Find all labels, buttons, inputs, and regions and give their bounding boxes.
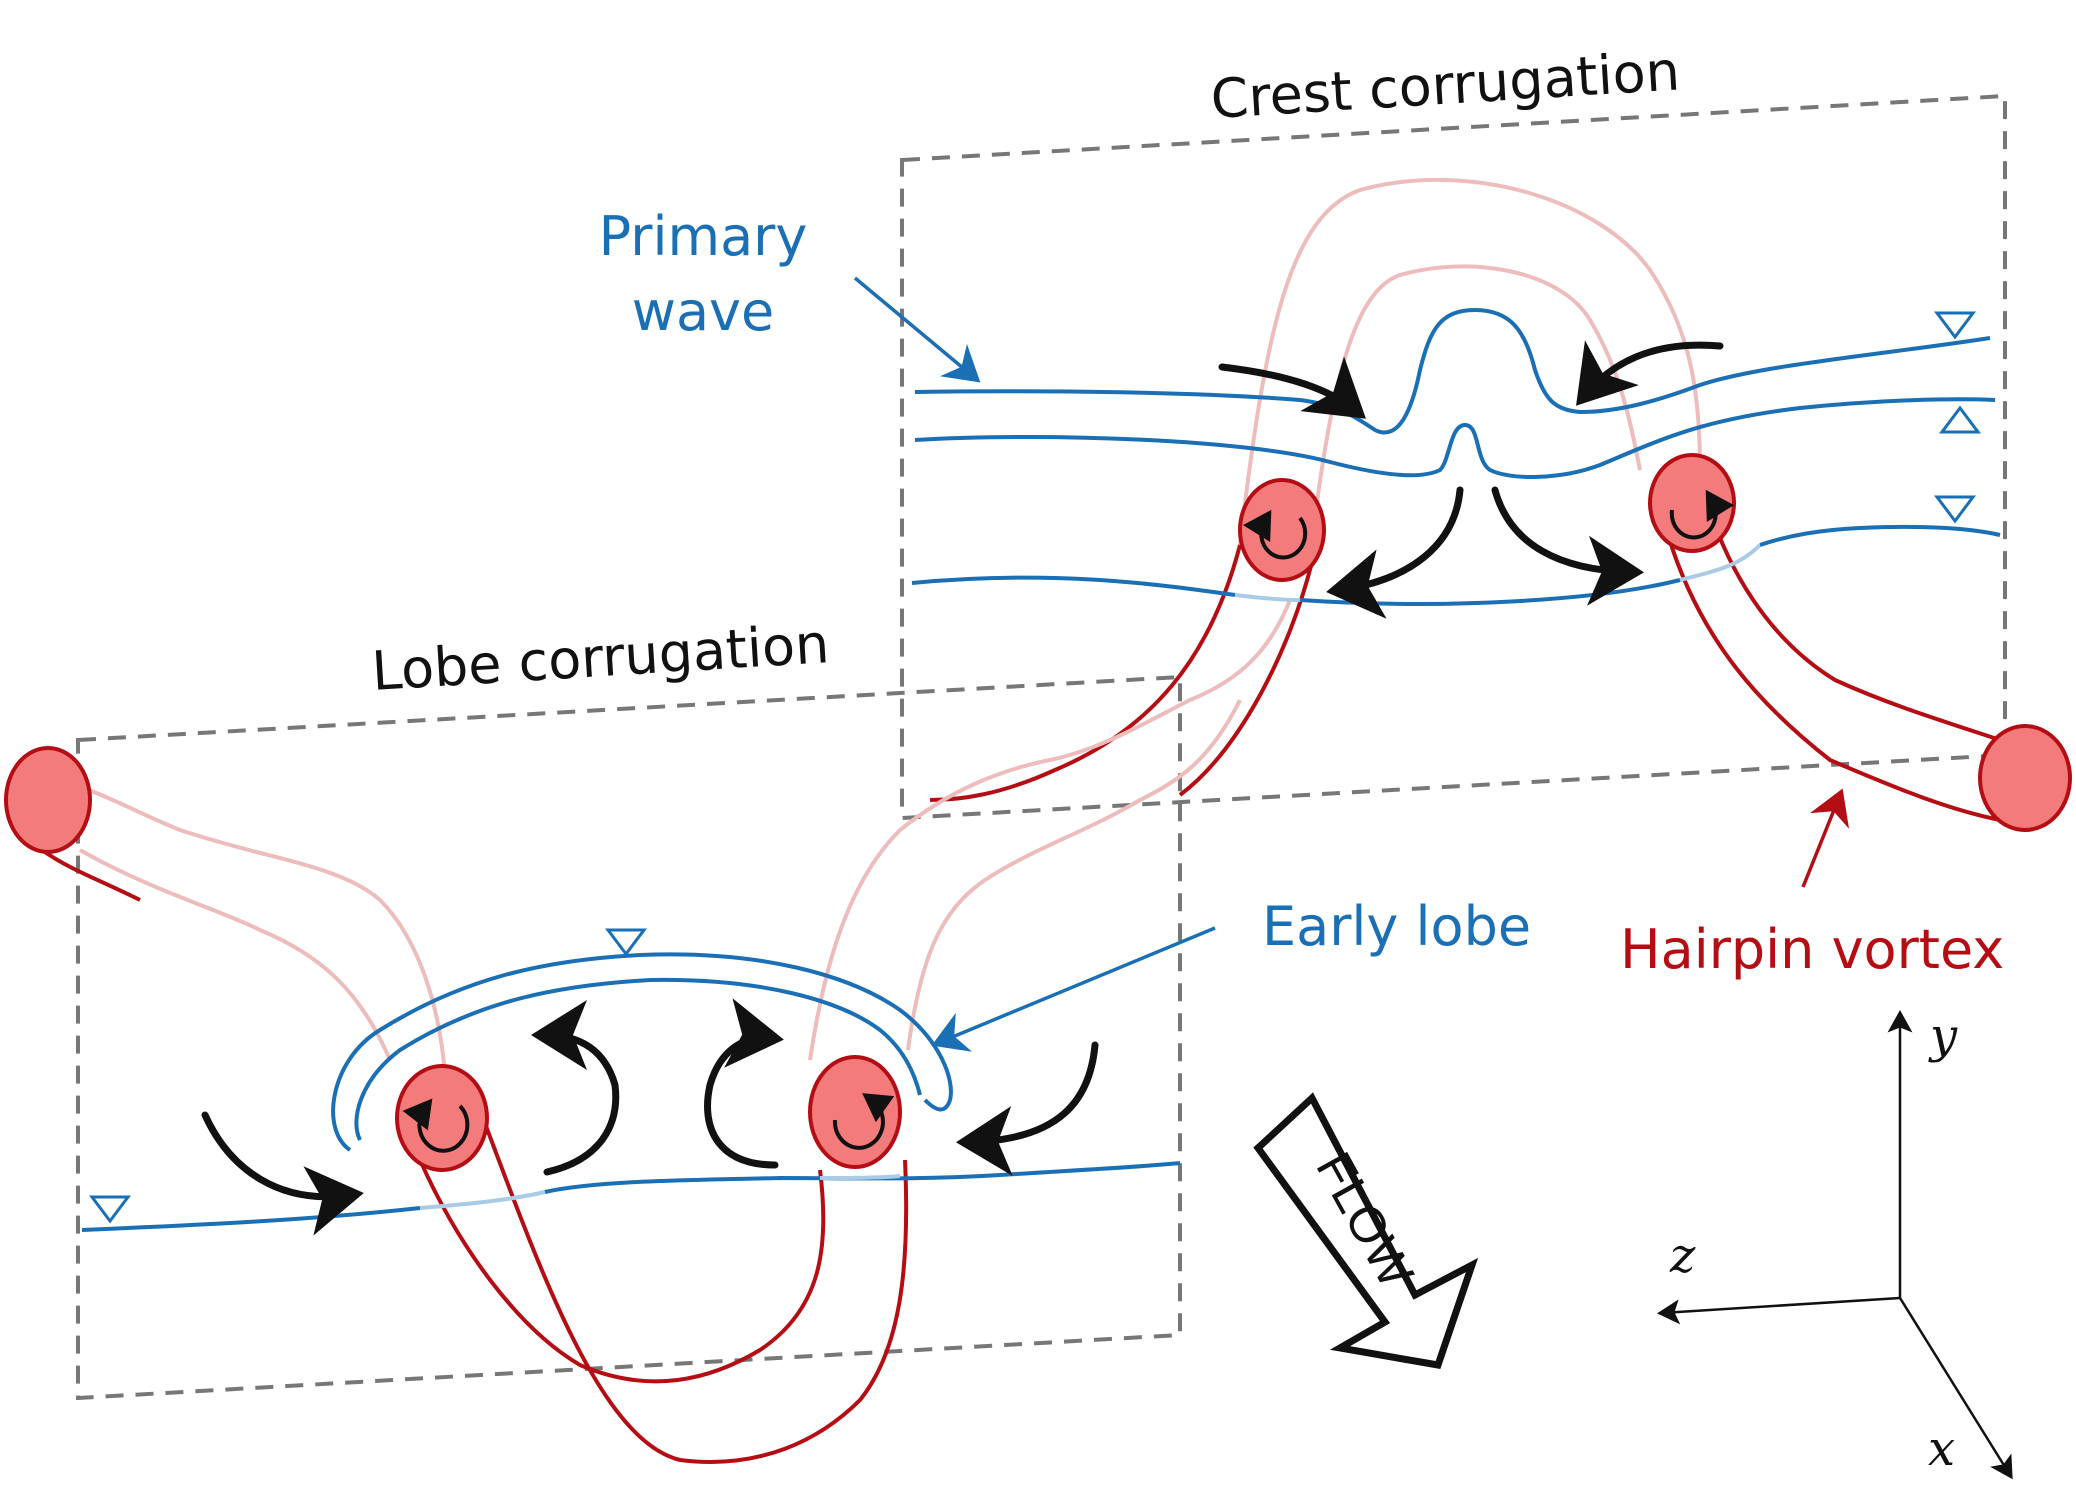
primary-wave-label-line1: Primary [599, 205, 808, 268]
flow-arrow [1491, 486, 1644, 606]
primary-wave-label-line2: wave [632, 280, 774, 343]
flow-arrow [1326, 486, 1464, 619]
early-lobe [81, 952, 1181, 1232]
triangle-down-icon [605, 928, 647, 957]
crest-core-left [1238, 478, 1326, 582]
circular-arrow-icon [1669, 489, 1735, 540]
flow-arrow [1218, 356, 1366, 419]
early-lobe-label: Early lobe [1262, 895, 1531, 958]
triangle-down-icon [89, 1195, 131, 1224]
flow-direction-arrow: FLOW [1253, 1092, 1479, 1369]
primary-wave [911, 307, 2001, 606]
z-axis [1657, 1296, 1901, 1325]
crest-hairpin-vortex [929, 177, 2001, 822]
circular-arrow-icon [402, 1098, 470, 1153]
hairpin-vortex-pointer [1801, 788, 1850, 888]
flow-arrow [201, 1111, 364, 1236]
flow-arrow [531, 1000, 620, 1176]
x-axis-label: x [1928, 1421, 1955, 1477]
triangle-down-icon [1934, 495, 1976, 524]
triangle-down-icon [1934, 311, 1976, 340]
lobe-corrugation-label: Lobe corrugation [370, 612, 831, 703]
induced-flow-arrows [201, 340, 1724, 1236]
lobe-hairpin-vortex [40, 599, 1292, 1464]
vortex-end-left [4, 746, 92, 854]
triangle-up-icon [1939, 405, 1981, 434]
lobe-core-left [395, 1064, 489, 1172]
primary-wave-pointer [853, 276, 981, 383]
circular-arrow-icon [832, 1093, 895, 1150]
vortex-end-right [1978, 724, 2072, 832]
lobe-corrugation-frame [76, 674, 1182, 1401]
crest-corrugation-frame [900, 93, 2007, 821]
hairpin-vortex-label: Hairpin vortex [1620, 918, 2004, 981]
circular-arrow-icon [1242, 509, 1308, 560]
flow-arrow [956, 1041, 1099, 1177]
y-axis-label: y [1928, 1008, 1958, 1064]
x-axis [1898, 1297, 2013, 1480]
early-lobe-pointer [931, 926, 1216, 1052]
flow-arrow [704, 998, 784, 1169]
lobe-core-right [808, 1055, 902, 1169]
flow-arrow [1576, 340, 1724, 406]
crest-corrugation-label: Crest corrugation [1209, 39, 1682, 131]
coordinate-axes: y z x [1657, 1008, 2013, 1480]
z-axis-label: z [1669, 1228, 1696, 1284]
free-surface-markers [89, 311, 1981, 1224]
vortex-cores [4, 453, 2072, 1172]
rotation-markers [402, 489, 1735, 1153]
